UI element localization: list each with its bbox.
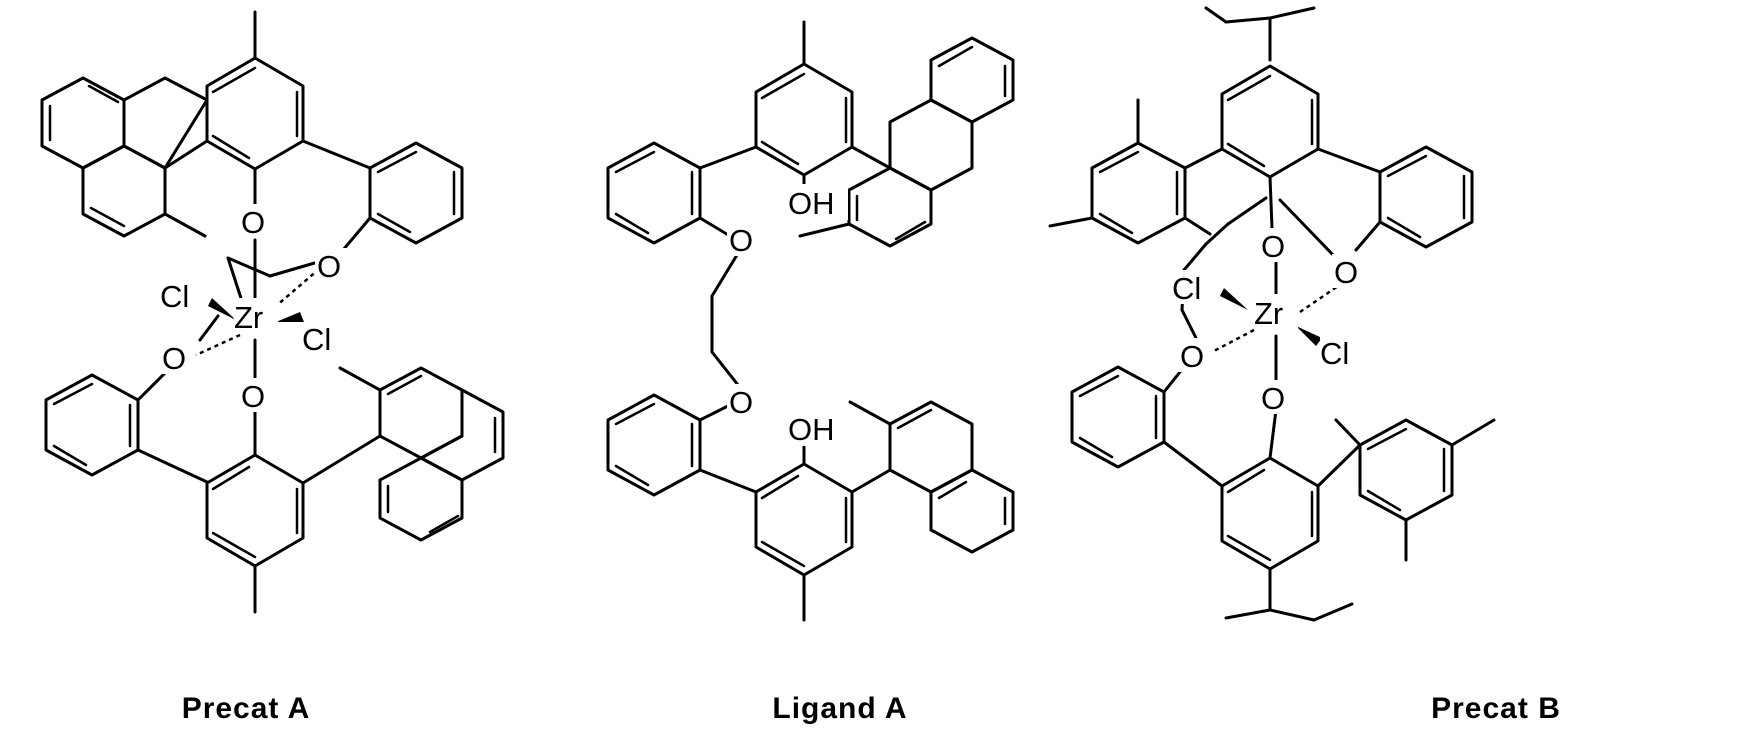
precat-b-bottom-phenol-ring [1222, 410, 1318, 610]
ligand-a-linker [712, 250, 742, 390]
precat-a-top-naphthalene [42, 78, 207, 236]
oxygen-label: O [1261, 381, 1285, 416]
precat-b-bottom-alkyl [1226, 604, 1352, 620]
ligand-a-top-phenol-ring [756, 22, 852, 184]
precat-b-bottom-phenyl [1072, 362, 1222, 486]
hydroxyl-label: OH [788, 186, 835, 221]
precat-a-top-phenol-ring [207, 12, 303, 208]
ligand-a-atom-labels: OH O O OH [727, 184, 848, 447]
precat-b-top-alkyl [1206, 8, 1314, 60]
oxygen-label: O [162, 341, 186, 376]
ligand-a-bottom-phenol-ring [756, 440, 852, 620]
precat-a-bottom-phenol-ring [207, 400, 303, 612]
ligand-a-structure: OH O O OH [608, 22, 1013, 620]
precat-a-structure: O O O O Cl Zr Cl [42, 12, 503, 612]
oxygen-label: O [241, 379, 265, 414]
ligand-a-bottom-naphthalene [850, 402, 1013, 552]
precat-a-atom-labels: O O O O Cl Zr Cl [160, 204, 349, 414]
oxygen-label: O [317, 249, 341, 284]
zirconium-label: Zr [1254, 296, 1283, 331]
precat-b-top-phenol-ring [1222, 66, 1318, 228]
precat-b-top-mesityl [1050, 100, 1222, 243]
oxygen-label: O [729, 385, 753, 420]
hydroxyl-label: OH [788, 412, 835, 447]
precat-a-top-phenyl [303, 141, 462, 256]
oxygen-label: O [1180, 339, 1204, 374]
ligand-a-caption: Ligand A [772, 692, 907, 725]
chlorine-label: Cl [1172, 271, 1201, 306]
chlorine-label: Cl [1320, 336, 1349, 371]
chlorine-label: Cl [160, 279, 189, 314]
precat-a-bottom-naphthalene [303, 368, 503, 540]
oxygen-label: O [241, 205, 265, 240]
chlorine-label: Cl [302, 322, 331, 357]
oxygen-label: O [1334, 255, 1358, 290]
precat-b-caption: Precat B [1431, 692, 1561, 725]
zirconium-label: Zr [234, 300, 263, 335]
precat-b-bottom-mesityl [1318, 420, 1494, 560]
precat-a-caption: Precat A [182, 692, 311, 725]
precat-b-atom-labels: O O O O Cl Zr Cl [1172, 228, 1366, 416]
oxygen-label: O [1261, 229, 1285, 264]
precat-a-bottom-phenyl [46, 362, 207, 482]
oxygen-label: O [729, 223, 753, 258]
precat-b-top-phenyl [1318, 147, 1472, 250]
precat-b-structure: O O O O Cl Zr Cl [1050, 8, 1494, 620]
